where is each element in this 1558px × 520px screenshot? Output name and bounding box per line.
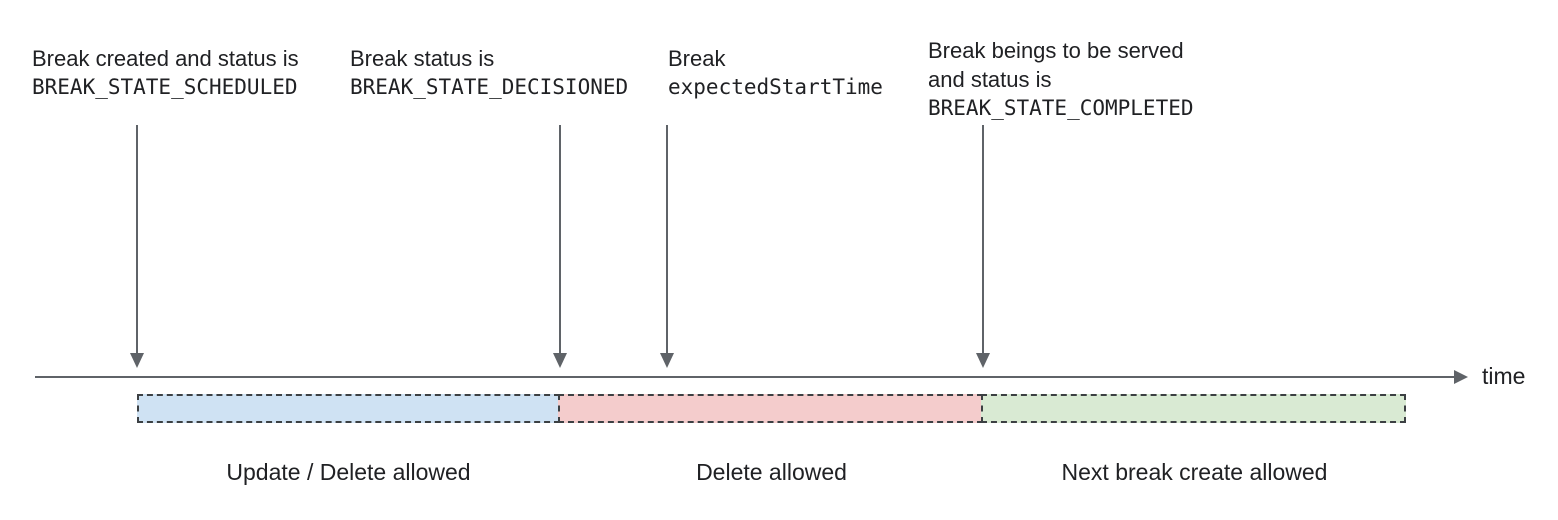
annotation-completed: Break beings to be served and status is … — [928, 36, 1194, 123]
annotation-text-line: Break status is — [350, 46, 495, 71]
segment-update-delete-allowed — [137, 394, 560, 423]
segment-label-update-delete: Update / Delete allowed — [226, 459, 471, 485]
annotation-code-line: BREAK_STATE_DECISIONED — [350, 75, 629, 99]
annotation-code-line: BREAK_STATE_SCHEDULED — [32, 75, 298, 99]
down-arrow-completed — [976, 125, 990, 368]
annotation-code-line: expectedStartTime — [668, 75, 883, 99]
arrow-stem — [666, 125, 668, 353]
timeline-axis — [35, 376, 1455, 378]
down-arrow-scheduled — [130, 125, 144, 368]
annotation-text-line: Break beings to be served — [928, 38, 1184, 63]
annotation-decisioned: Break status is BREAK_STATE_DECISIONED — [350, 44, 628, 102]
annotation-text-line: Break — [668, 46, 726, 71]
time-axis-label: time — [1482, 363, 1526, 389]
segment-label-next-break: Next break create allowed — [1061, 459, 1328, 485]
arrow-head-icon — [660, 353, 674, 368]
segment-next-break-create-allowed — [981, 394, 1406, 423]
annotation-text-line: and status is — [928, 67, 1052, 92]
down-arrow-expected-start — [660, 125, 674, 368]
arrow-stem — [136, 125, 138, 353]
arrow-head-icon — [553, 353, 567, 368]
annotation-code-line: BREAK_STATE_COMPLETED — [928, 96, 1194, 120]
annotation-expected-start: Break expectedStartTime — [668, 44, 883, 102]
arrow-stem — [982, 125, 984, 353]
annotation-scheduled: Break created and status is BREAK_STATE_… — [32, 44, 299, 102]
segment-label-delete: Delete allowed — [696, 459, 847, 485]
arrow-head-icon — [130, 353, 144, 368]
annotation-text-line: Break created and status is — [32, 46, 299, 71]
timeline-arrowhead-icon — [1454, 370, 1468, 384]
arrow-head-icon — [976, 353, 990, 368]
down-arrow-decisioned — [553, 125, 567, 368]
segment-delete-allowed — [558, 394, 983, 423]
arrow-stem — [559, 125, 561, 353]
